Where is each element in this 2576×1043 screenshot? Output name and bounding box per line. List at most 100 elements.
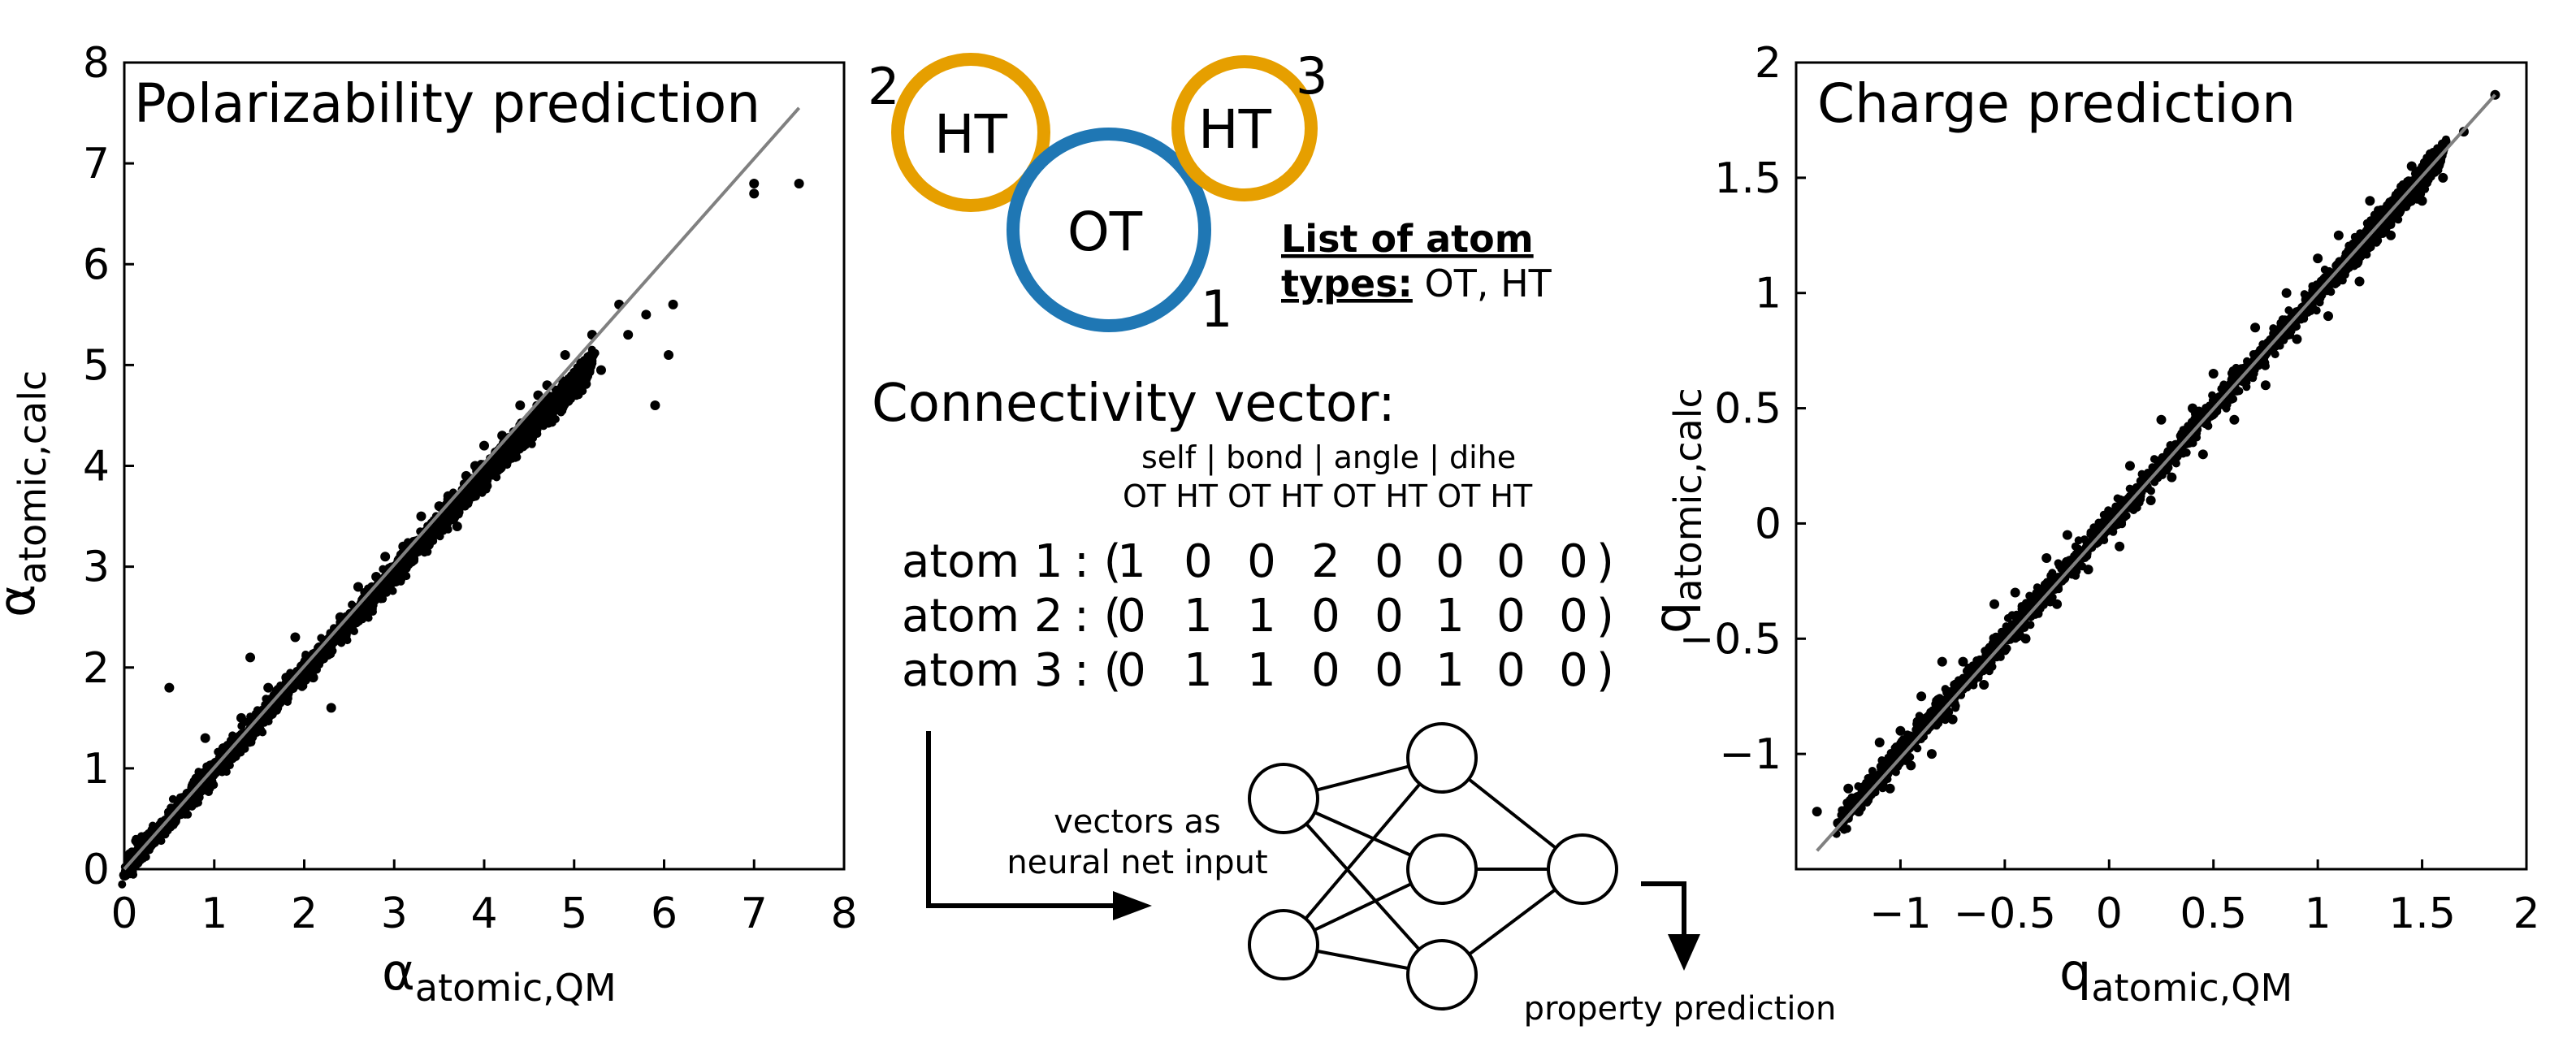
x-tick-label: 1: [2305, 889, 2331, 938]
scatter-point: [182, 804, 191, 813]
scatter-point: [440, 518, 448, 527]
scatter-point: [137, 832, 146, 841]
x-tick-label: 5: [561, 889, 587, 938]
scatter-point: [668, 299, 678, 309]
y-tick-label: 7: [83, 140, 110, 188]
x-axis-label-sub: atomic,QM: [415, 966, 617, 1010]
scatter-point: [2091, 525, 2100, 533]
scatter-point: [272, 703, 283, 713]
scatter-point: [273, 685, 282, 694]
scatter-point: [236, 712, 246, 723]
scatter-point: [508, 454, 517, 463]
scatter-point: [562, 383, 571, 392]
scatter-point: [444, 512, 452, 521]
scatter-point: [460, 502, 469, 511]
scatter-point: [280, 693, 289, 702]
x-tick-label: 4: [470, 889, 497, 938]
y-tick-label: 1: [1755, 270, 1782, 318]
scatter-point: [290, 632, 301, 643]
x-tick-label: 2: [2513, 889, 2539, 938]
data-points: [118, 178, 804, 889]
plot-title: Charge prediction: [1817, 72, 2296, 135]
y-tick-label: 6: [83, 240, 110, 289]
scatter-point: [474, 474, 483, 483]
scatter-point: [543, 409, 552, 418]
scatter-point: [245, 716, 254, 725]
x-tick-label: 0.5: [2180, 889, 2247, 938]
scatter-point: [396, 570, 405, 579]
scatter-point: [385, 585, 394, 594]
scatter-point: [301, 673, 310, 682]
scatter-point: [587, 357, 596, 366]
scatter-point: [2260, 361, 2269, 370]
scatter-point: [227, 753, 237, 764]
scatter-point: [120, 872, 129, 881]
scatter-point: [378, 586, 387, 595]
scatter-point: [200, 733, 210, 743]
scatter-point: [311, 658, 320, 667]
scatter-point: [514, 443, 523, 452]
x-tick-label: 6: [651, 889, 678, 938]
y-tick-label: 3: [83, 543, 110, 592]
scatter-point: [164, 682, 175, 693]
scatter-point: [355, 616, 364, 625]
scatter-point: [794, 178, 804, 188]
y-tick-label: 5: [83, 341, 110, 390]
scatter-point: [2055, 561, 2063, 570]
scatter-point: [560, 349, 570, 360]
scatter-point: [1984, 643, 1993, 652]
scatter-point: [479, 440, 489, 451]
scatter-point: [749, 178, 760, 188]
scatter-point: [2135, 498, 2144, 507]
x-tick-label: 7: [741, 889, 768, 938]
y-tick-label: 2: [1755, 39, 1782, 88]
y-tick-label: 1.5: [1714, 154, 1782, 203]
plot-title: Polarizability prediction: [134, 72, 760, 135]
scatter-point: [2034, 609, 2043, 618]
scatter-point: [416, 511, 426, 522]
scatter-point: [488, 465, 499, 476]
y-tick-label: 2: [83, 644, 110, 693]
x-axis-label: αatomic,QM: [382, 942, 617, 1010]
y-axis-label-sub: atomic,calc: [11, 370, 54, 584]
scatter-point: [569, 370, 579, 380]
scatter-point: [362, 602, 373, 612]
scatter-point: [208, 777, 217, 785]
scatter-point: [464, 487, 473, 496]
scatter-point: [418, 545, 426, 554]
scatter-point: [245, 652, 256, 663]
scatter-point: [168, 794, 177, 803]
scatter-point: [1854, 782, 1863, 790]
scatter-point: [595, 365, 606, 375]
scatter-point: [664, 349, 674, 360]
x-tick-label: 0: [2096, 889, 2123, 938]
scatter-point: [118, 880, 127, 889]
scatter-point: [388, 571, 397, 580]
scatter-point: [308, 673, 318, 683]
y-axis-label: αatomic,calc: [0, 370, 54, 617]
scatter-point: [623, 330, 634, 340]
y-tick-label: −1: [1719, 730, 1782, 779]
x-tick-label: 8: [830, 889, 857, 938]
y-axis-label-main: α: [0, 584, 46, 617]
scatter-point: [515, 400, 526, 411]
x-tick-label: 1.5: [2388, 889, 2456, 938]
x-tick-label: 1: [201, 889, 227, 938]
scatter-point: [641, 309, 652, 320]
scatter-point: [650, 400, 660, 411]
scatter-point: [364, 613, 373, 622]
scatter-point: [1919, 716, 1928, 725]
scatter-point: [199, 768, 208, 777]
scatter-point: [237, 721, 246, 730]
scatter-point: [205, 788, 213, 796]
scatter-point: [407, 552, 418, 562]
scatter-point: [402, 572, 411, 581]
x-axis-label-main: α: [382, 942, 415, 1002]
reference-line: [123, 106, 801, 871]
scatter-point: [344, 622, 354, 633]
